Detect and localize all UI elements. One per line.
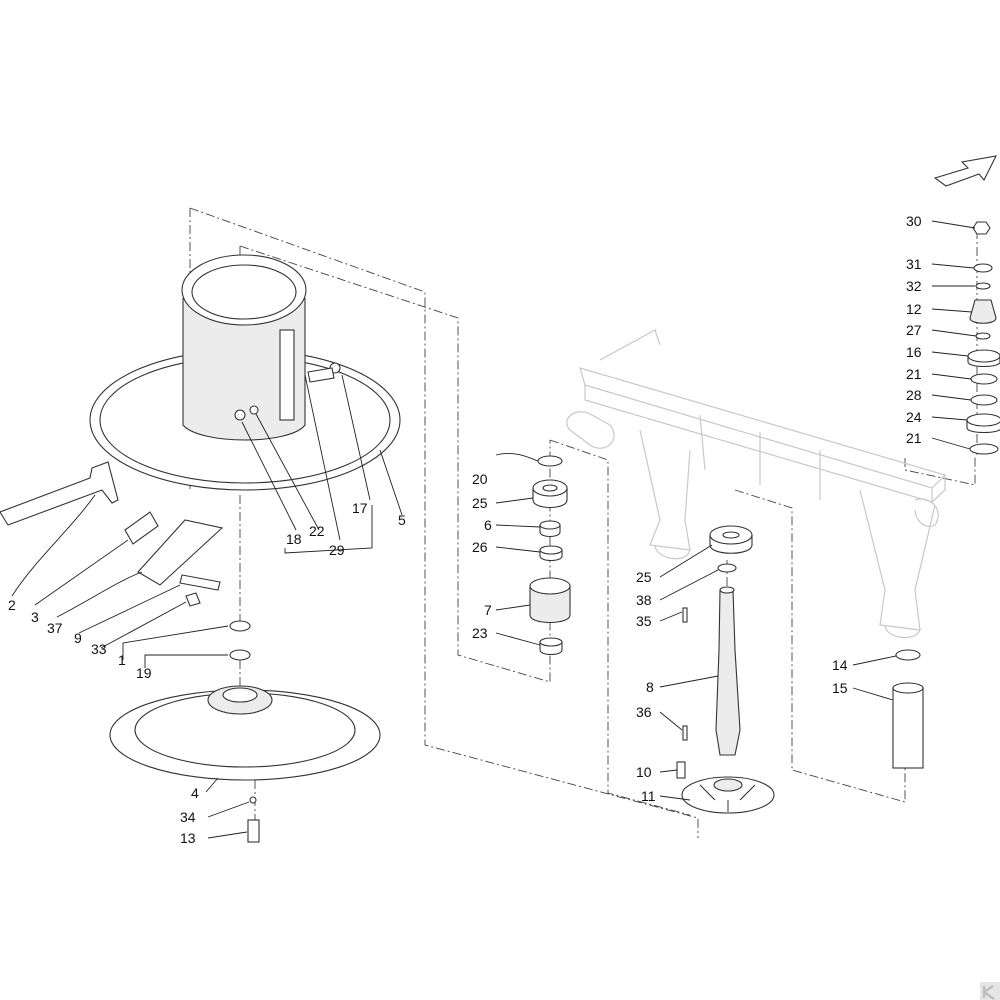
label-30: 30 <box>906 213 922 229</box>
hub-11 <box>681 776 775 814</box>
label-23: 23 <box>472 625 488 641</box>
label-27: 27 <box>906 322 922 338</box>
label-21: 21 <box>906 430 922 446</box>
label-38: 38 <box>636 592 652 608</box>
ring-14 <box>895 649 921 661</box>
ring-19 <box>229 649 251 661</box>
nut-30 <box>972 221 991 235</box>
ring-38 <box>717 563 737 573</box>
part-33 <box>185 592 201 607</box>
bolt-13 <box>247 819 260 843</box>
label-26: 26 <box>472 539 488 555</box>
label-15: 15 <box>832 680 848 696</box>
part-3 <box>124 511 159 545</box>
label-32: 32 <box>906 278 922 294</box>
label-2: 2 <box>8 597 16 613</box>
label-31: 31 <box>906 256 922 272</box>
direction-arrow-icon <box>933 155 997 187</box>
label-4: 4 <box>191 785 199 801</box>
label-21: 21 <box>906 366 922 382</box>
sleeve-7 <box>529 577 571 624</box>
label-25: 25 <box>472 495 488 511</box>
label-24: 24 <box>906 409 922 425</box>
label-14: 14 <box>832 657 848 673</box>
ring-20 <box>537 455 563 467</box>
part-37 <box>137 519 224 586</box>
label-12: 12 <box>906 301 922 317</box>
bearing-25b <box>709 525 753 554</box>
cone-disc-4 <box>109 685 381 781</box>
label-28: 28 <box>906 387 922 403</box>
bolt-10 <box>676 761 686 779</box>
ring-28 <box>970 394 998 406</box>
label-37: 37 <box>47 620 63 636</box>
label-22: 22 <box>309 523 325 539</box>
label-5: 5 <box>398 512 406 528</box>
label-19: 19 <box>136 665 152 681</box>
label-34: 34 <box>180 809 196 825</box>
gearbox-frame-ghost <box>566 329 947 639</box>
label-17: 17 <box>352 500 368 516</box>
label-10: 10 <box>636 764 652 780</box>
label-8: 8 <box>646 679 654 695</box>
ring-21b <box>969 443 999 455</box>
bevel-gear-12 <box>969 299 997 324</box>
label-35: 35 <box>636 613 652 629</box>
tube-15 <box>892 682 924 769</box>
label-7: 7 <box>484 602 492 618</box>
label-16: 16 <box>906 344 922 360</box>
ring-27 <box>975 332 991 340</box>
label-20: 20 <box>472 471 488 487</box>
washer-34 <box>249 796 257 804</box>
label-36: 36 <box>636 704 652 720</box>
bearing-23 <box>539 637 563 656</box>
shaft-8 <box>715 586 741 756</box>
washer-31 <box>973 263 993 273</box>
part-9 <box>179 574 221 591</box>
bearing-26 <box>539 545 563 562</box>
label-18: 18 <box>286 531 302 547</box>
label-1: 1 <box>118 652 126 668</box>
pin-36 <box>682 725 688 741</box>
label-13: 13 <box>180 830 196 846</box>
ring-21a <box>970 373 998 385</box>
label-3: 3 <box>31 609 39 625</box>
label-9: 9 <box>74 630 82 646</box>
label-11: 11 <box>641 788 656 804</box>
label-25: 25 <box>636 569 652 585</box>
ring-1 <box>229 620 251 632</box>
bearing-24 <box>966 413 1000 434</box>
pin-35 <box>682 607 688 623</box>
part-labels: 30 31 32 12 27 16 21 28 24 21 20 25 6 26… <box>8 213 922 846</box>
label-29: 29 <box>329 542 345 558</box>
knife-holder-2 <box>0 461 119 526</box>
label-33: 33 <box>91 641 107 657</box>
leader-lines <box>11 220 977 839</box>
brand-logo-icon <box>980 982 1000 1000</box>
ring-32 <box>975 282 991 290</box>
bearing-16 <box>967 349 1000 368</box>
label-6: 6 <box>484 517 492 533</box>
disc-housing-5 <box>89 254 401 491</box>
bearing-25a <box>532 479 568 509</box>
ring-6 <box>539 520 561 538</box>
